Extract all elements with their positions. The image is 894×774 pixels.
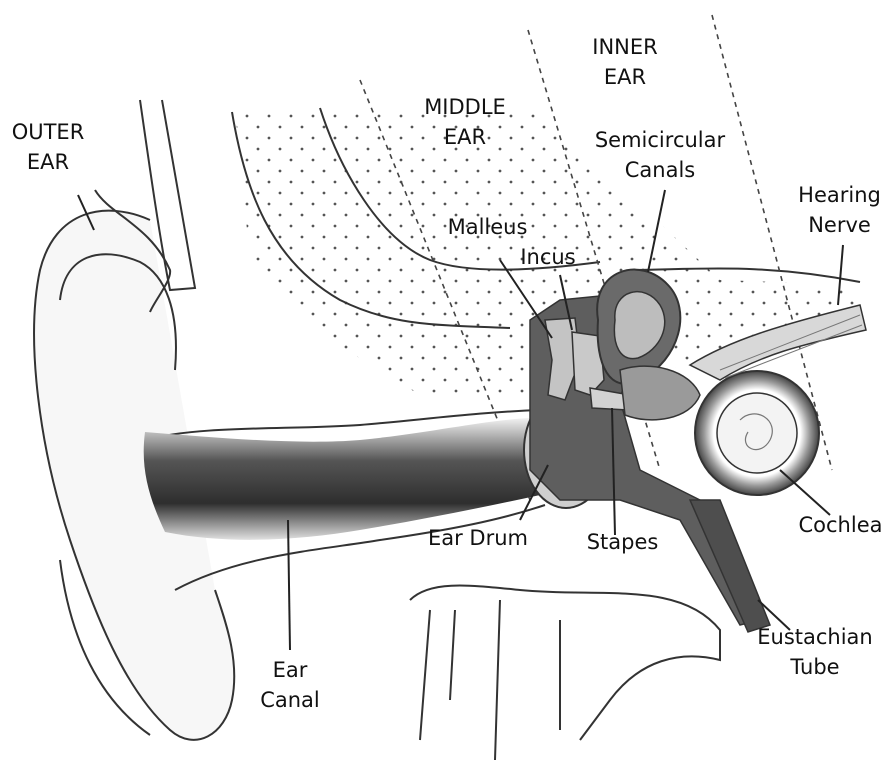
label-line: Stapes xyxy=(575,527,670,557)
label-cochlea: Cochlea xyxy=(788,510,893,540)
cochlea-inner xyxy=(717,393,797,473)
label-line: EAR xyxy=(8,147,88,177)
label-line: Eustachian xyxy=(745,622,885,652)
label-line: Canals xyxy=(585,155,735,185)
label-line: Canal xyxy=(245,685,335,715)
label-stapes: Stapes xyxy=(575,527,670,557)
label-line: EAR xyxy=(410,122,520,152)
label-incus: Incus xyxy=(508,242,588,272)
label-line: Incus xyxy=(508,242,588,272)
lower-structures xyxy=(410,586,720,760)
label-line: Cochlea xyxy=(788,510,893,540)
vestibule xyxy=(620,366,700,420)
label-line: Ear Drum xyxy=(418,523,538,553)
label-line: Malleus xyxy=(430,212,545,242)
eustachian-tube xyxy=(690,500,770,632)
leader-ear-canal xyxy=(288,520,290,650)
label-line: Tube xyxy=(745,652,885,682)
leader-cochlea xyxy=(780,470,830,515)
label-line: Semicircular xyxy=(585,125,735,155)
label-malleus: Malleus xyxy=(430,212,545,242)
label-line: OUTER xyxy=(8,117,88,147)
label-line: INNER xyxy=(575,32,675,62)
label-line: EAR xyxy=(575,62,675,92)
label-line: Ear xyxy=(245,655,335,685)
label-line: Hearing xyxy=(787,180,892,210)
label-ear-drum: Ear Drum xyxy=(418,523,538,553)
label-line: Nerve xyxy=(787,210,892,240)
label-line: MIDDLE xyxy=(410,92,520,122)
